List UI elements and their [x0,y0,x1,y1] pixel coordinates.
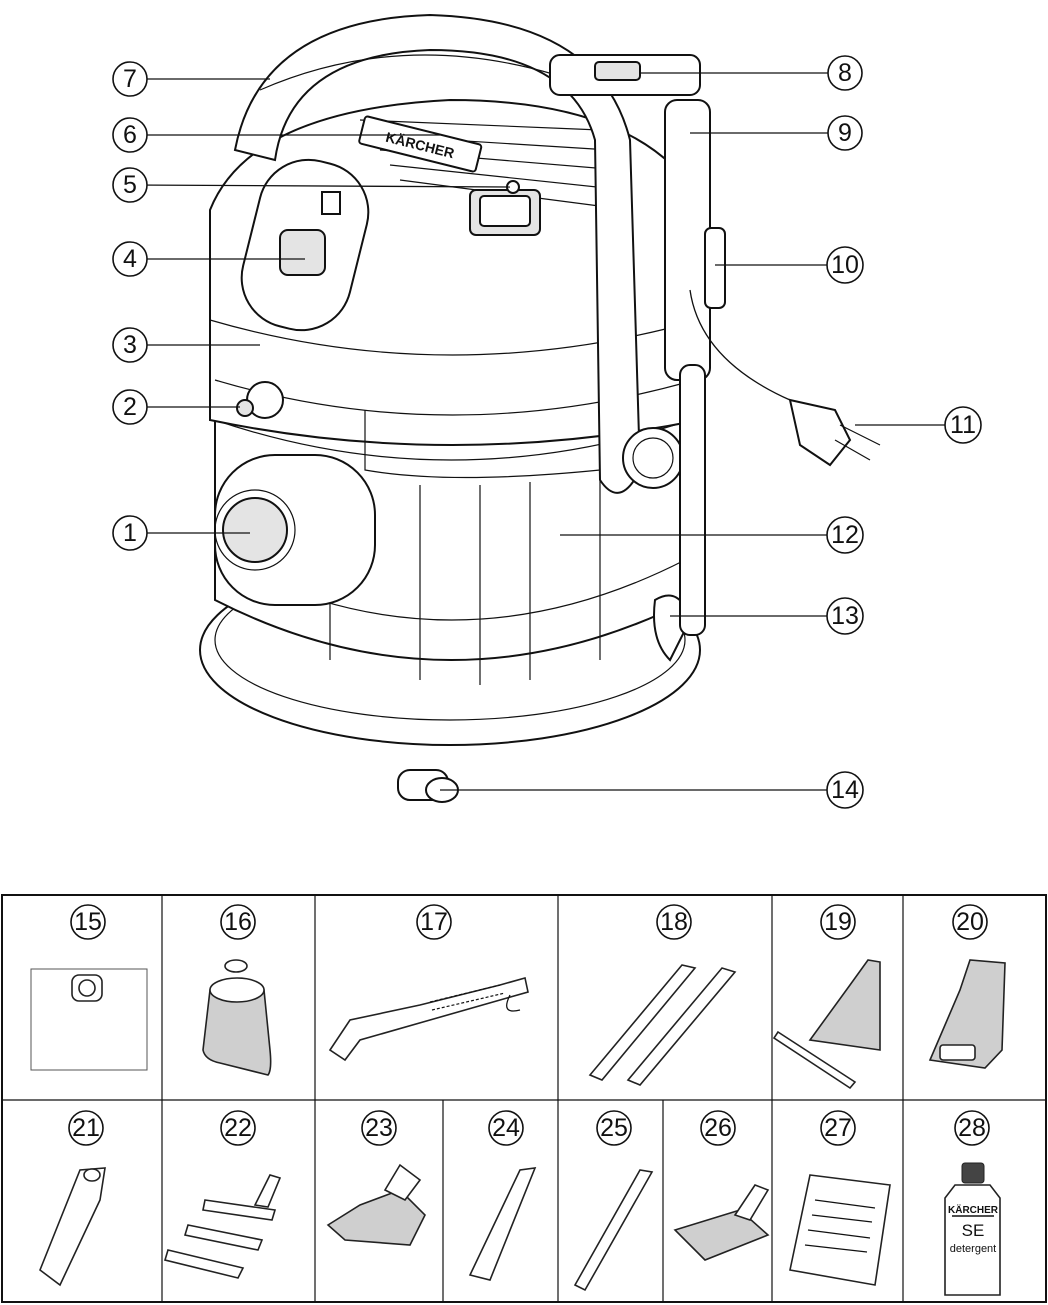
callout-23: 23 [361,1110,397,1146]
filter-bag [30,968,148,1071]
callout-15: 15 [70,904,106,940]
callout-17: 17 [416,904,452,940]
bottle-brand: KÄRCHER [948,1203,999,1216]
floor-spray-nozzle [772,959,881,1090]
svg-text:24: 24 [492,1114,520,1142]
upholstery-nozzle [928,959,1006,1069]
svg-text:26: 26 [704,1114,732,1142]
spray-pump-button [279,229,326,276]
callout-11: 11 [944,406,982,444]
callout-18: 18 [656,904,692,940]
svg-text:21: 21 [72,1114,100,1142]
svg-text:28: 28 [958,1114,986,1142]
bottle-product-type: detergent [950,1243,996,1255]
svg-text:10: 10 [831,251,859,279]
callout-5: 5 [112,167,148,203]
svg-text:3: 3 [123,331,137,359]
callout-27: 27 [820,1110,856,1146]
leader-lines [129,72,963,791]
foam-filter [202,959,272,1076]
cable-hook [704,227,726,309]
svg-text:18: 18 [660,908,688,936]
callout-2: 2 [112,389,148,425]
callout-21: 21 [68,1110,104,1146]
spray-suction-hose [328,977,529,1062]
callout-12: 12 [826,516,864,554]
callout-6: 6 [112,117,148,153]
callout-22: 22 [220,1110,256,1146]
svg-text:25: 25 [600,1114,628,1142]
callout-24: 24 [488,1110,524,1146]
svg-text:11: 11 [950,411,976,439]
detergent-sachet [789,1174,891,1286]
callout-19: 19 [820,904,856,940]
callout-10: 10 [826,246,864,284]
svg-text:13: 13 [831,602,859,630]
power-plug [788,398,852,467]
callout-1: 1 [112,515,148,551]
callout-26: 26 [700,1110,736,1146]
svg-text:14: 14 [831,776,859,804]
bottle-product-name: SE [962,1221,985,1240]
svg-text:9: 9 [838,119,852,147]
svg-text:12: 12 [831,521,859,549]
svg-text:8: 8 [838,59,852,87]
crevice-nozzle [468,1167,537,1281]
svg-text:23: 23 [365,1114,393,1142]
handle-pivot [622,427,684,489]
svg-text:20: 20 [956,908,984,936]
svg-text:27: 27 [824,1114,852,1142]
crevice-spray-nozzle [39,1167,106,1287]
callout-14: 14 [826,771,864,809]
switchable-floor-nozzle [673,1184,770,1261]
carrying-handle [233,13,642,494]
svg-text:16: 16 [224,908,252,936]
svg-text:7: 7 [123,65,137,93]
upholstery-brush-nozzle [326,1163,426,1246]
callout-16: 16 [220,904,256,940]
callout-20: 20 [952,904,988,940]
suction-inlet [222,497,288,563]
callout-4: 4 [112,241,148,277]
detergent-bottle: KÄRCHER SE detergent [944,1162,1001,1296]
callout-7: 7 [112,61,148,97]
svg-text:17: 17 [420,908,448,936]
power-cable [689,289,791,401]
svg-text:22: 22 [224,1114,252,1142]
suction-tubes [588,964,737,1086]
callout-9: 9 [827,115,863,151]
callout-3: 3 [112,327,148,363]
svg-text:5: 5 [123,171,137,199]
callout-8: 8 [827,55,863,91]
svg-text:19: 19 [824,908,852,936]
accessory-holder [664,99,711,381]
svg-text:1: 1 [123,519,137,547]
floor-nozzle-with-inserts [163,1174,282,1279]
svg-text:4: 4 [123,245,137,273]
svg-text:2: 2 [123,393,137,421]
callout-25: 25 [596,1110,632,1146]
svg-text:6: 6 [123,121,137,149]
narrow-crevice-nozzle [573,1169,654,1292]
callout-13: 13 [826,597,864,635]
accessory-grid [1,894,1047,1303]
svg-text:15: 15 [74,908,102,936]
callout-28: 28 [954,1110,990,1146]
